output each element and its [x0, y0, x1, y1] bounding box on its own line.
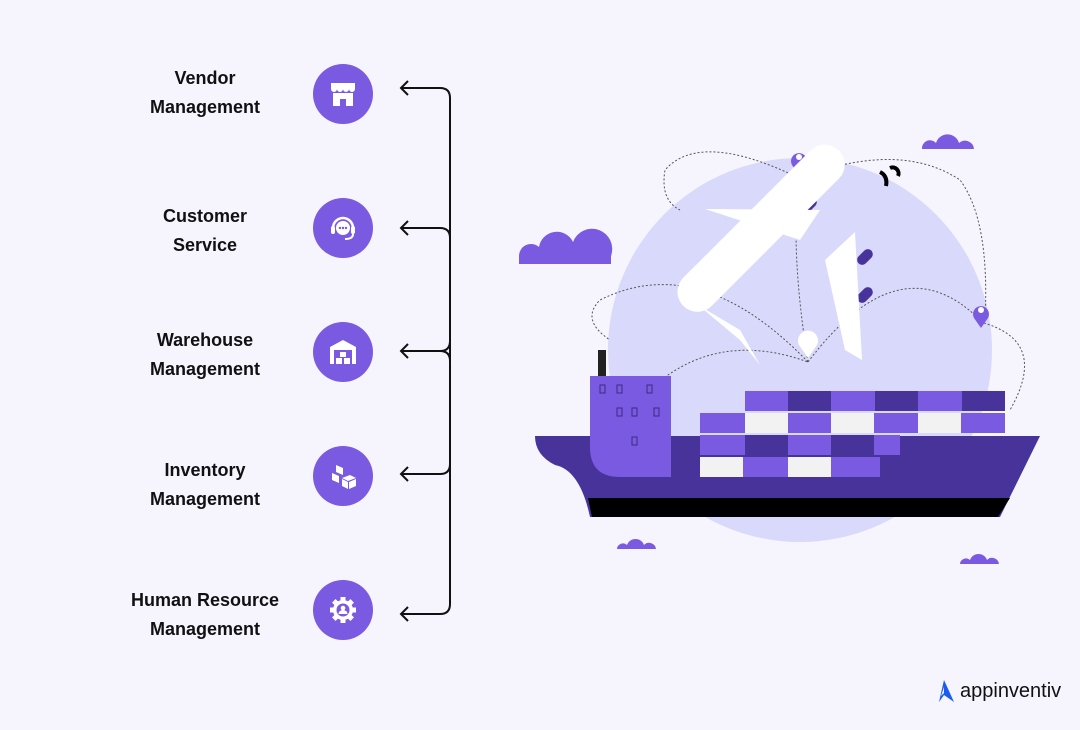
arrow-inventory: [401, 463, 451, 475]
airplane: [677, 144, 901, 365]
arrow-warehouse: [401, 340, 451, 362]
cloud-icon: [518, 228, 613, 264]
cloud-icon: [960, 553, 999, 564]
brand-logo: appinventiv: [932, 678, 1061, 704]
warehouse-icon: [313, 322, 373, 382]
cloud-icon: [921, 134, 974, 149]
containers: [700, 391, 1005, 477]
location-pin-icon: [973, 306, 990, 328]
storefront-icon: [313, 64, 373, 124]
cloud-icon: [617, 538, 656, 549]
cargo-ship: [535, 350, 1040, 517]
clouds: [518, 134, 999, 564]
boxes-icon: [313, 446, 373, 506]
headset-chat-icon: [313, 198, 373, 258]
route-lines: [591, 151, 1025, 411]
appinventiv-logo-icon: [939, 680, 954, 702]
brand-name: appinventiv: [960, 679, 1062, 702]
gear-person-icon: [313, 580, 373, 640]
arrow-vendor: [401, 87, 451, 615]
location-pin-icon: [798, 330, 819, 358]
arrow-customer: [401, 227, 451, 239]
